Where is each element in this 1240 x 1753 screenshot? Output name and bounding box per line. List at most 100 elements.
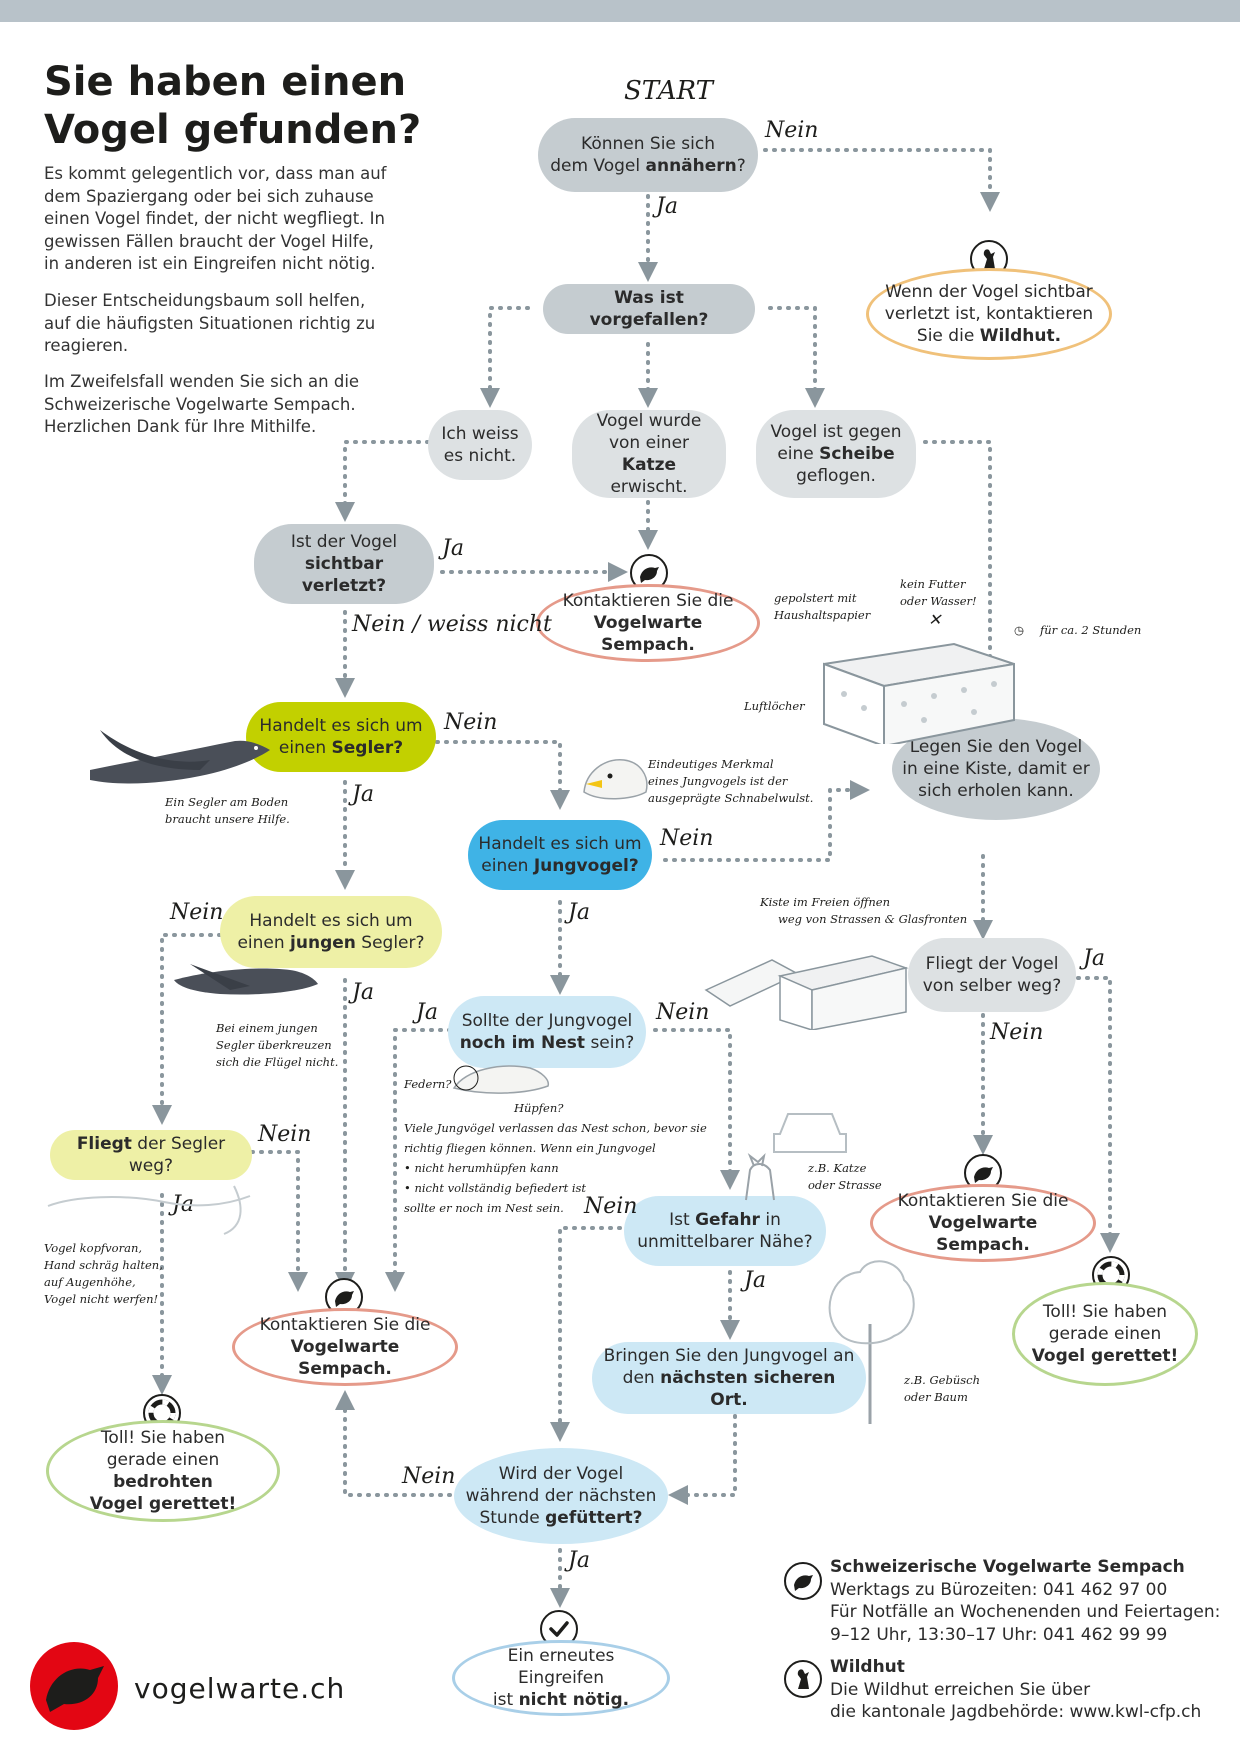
- node-kontakt-1-line1: Kontaktieren Sie die: [562, 591, 734, 611]
- label-nein: Nein: [990, 1020, 1044, 1045]
- note-gepolstert-line2: Haushaltspapier: [774, 608, 871, 622]
- node-nest-line2b: sein?: [585, 1033, 635, 1053]
- node-jungvogel-line1: Handelt es sich um: [478, 834, 642, 854]
- node-kiste-line1: Legen Sie den Vogel: [909, 737, 1083, 757]
- note-merkmal-line2: eines Jungvogels ist der: [648, 774, 788, 788]
- note-katze-strasse-line2: oder Strasse: [808, 1178, 882, 1192]
- note-merkmal: Eindeutiges Merkmal eines Jungvogels ist…: [648, 756, 813, 807]
- node-gefahr-line1c: in: [759, 1210, 781, 1230]
- node-scheibe-line2a: eine: [777, 444, 820, 464]
- note-gepolstert-line1: gepolstert mit: [774, 591, 857, 605]
- cross-icon: ✕: [928, 610, 942, 629]
- node-nicht-notig-line2a: ist: [492, 1690, 519, 1710]
- node-nicht-notig-line1: Ein erneutes Eingreifen: [507, 1646, 615, 1688]
- node-annahern-line2c: ?: [736, 156, 746, 176]
- page-title: Sie haben einen Vogel gefunden?: [44, 59, 422, 153]
- node-weiss-nicht-line2: es nicht.: [443, 446, 517, 466]
- top-bar: [0, 0, 1240, 22]
- node-gefuttert-line3a: Stunde: [479, 1508, 546, 1528]
- young-swift-illustration: [174, 964, 318, 995]
- note-kopfvoran-line1: Vogel kopfvoran,: [44, 1241, 143, 1255]
- note-kopfvoran-line2: Hand schräg halten,: [44, 1258, 163, 1272]
- contact-wildhut-title: Wildhut: [830, 1657, 905, 1677]
- node-fliegt-selber-line1: Fliegt der Vogel: [925, 954, 1059, 974]
- tree-illustration: [828, 1260, 915, 1424]
- note-segler-boden-line2: braucht unsere Hilfe.: [165, 812, 290, 826]
- note-stunden: für ca. 2 Stunden: [1040, 623, 1142, 637]
- clock-icon: ◷: [1014, 623, 1025, 637]
- note-kopfvoran-line3: auf Augenhöhe,: [44, 1275, 136, 1289]
- label-ja: Ja: [1083, 946, 1105, 971]
- node-gerettet-line2: gerade einen: [1048, 1324, 1162, 1344]
- note-hupfen: Hüpfen?: [514, 1101, 564, 1115]
- note-gebusch: z.B. Gebüsch oder Baum: [904, 1372, 980, 1406]
- node-vorgefallen-text: Was ist vorgefallen?: [589, 288, 709, 330]
- contact-vogelwarte-line2: Für Notfälle an Wochenenden und Feiertag…: [830, 1602, 1221, 1622]
- node-scheibe-line2b: Scheibe: [819, 444, 895, 464]
- node-jungen-segler-line2b: jungen: [290, 933, 356, 953]
- node-gefuttert-line2: während der nächsten: [465, 1486, 657, 1506]
- note-junger-segler: Bei einem jungen Segler überkreuzen sich…: [216, 1020, 338, 1071]
- node-katze-line2a: von einer: [608, 433, 690, 453]
- node-katze-line3: erwischt.: [610, 477, 688, 497]
- node-bedrohten-line1: Toll! Sie haben: [100, 1428, 226, 1448]
- note-merkmal-line1: Eindeutiges Merkmal: [648, 757, 774, 771]
- node-wildhut-line2: verletzt ist, kontaktieren: [884, 304, 1094, 324]
- node-bedrohten-line2a: gerade einen: [106, 1450, 220, 1470]
- contact-wildhut: Wildhut Die Wildhut erreichen Sie über d…: [830, 1656, 1201, 1724]
- node-kiste-line2: in eine Kiste, damit er: [902, 759, 1090, 779]
- label-ja: Ja: [416, 1000, 438, 1025]
- note-kein-futter-line1: kein Futter: [900, 577, 966, 591]
- box-illustration: [823, 642, 1015, 744]
- label-ja: Ja: [568, 900, 590, 925]
- node-jungen-segler-line1: Handelt es sich um: [249, 911, 413, 931]
- note-jungvogel-text: Viele Jungvögel verlassen das Nest schon…: [404, 1118, 707, 1218]
- contact-vogelwarte-title: Schweizerische Vogelwarte Sempach: [830, 1557, 1185, 1577]
- node-scheibe-line1: Vogel ist gegen: [770, 422, 902, 442]
- intro-paragraph-1: Es kommt gelegentlich vor, dass man auf …: [44, 164, 387, 273]
- contact-vogelwarte: Schweizerische Vogelwarte Sempach Werkta…: [830, 1556, 1220, 1646]
- node-kontakt-3-line1: Kontaktieren Sie die: [259, 1315, 431, 1335]
- label-nein: Nein: [170, 900, 224, 925]
- label-nein: Nein: [444, 710, 498, 735]
- node-fliegt-selber-line2: von selber weg?: [922, 976, 1062, 996]
- open-box-illustration: [704, 955, 909, 1030]
- label-ja: Ja: [352, 782, 374, 807]
- contact-vogelwarte-line3: 9–12 Uhr, 13:30–17 Uhr: 041 462 99 99: [830, 1624, 1168, 1645]
- website-link[interactable]: vogelwarte.ch: [134, 1672, 346, 1705]
- label-nein: Nein: [656, 1000, 710, 1025]
- note-katze-strasse-line1: z.B. Katze: [808, 1161, 867, 1175]
- note-kiste-offnen: Kiste im Freien öffnen weg von Strassen …: [760, 894, 967, 928]
- note-kiste-offnen-line1: Kiste im Freien öffnen: [760, 895, 891, 909]
- note-luftlocher: Luftlöcher: [744, 699, 805, 713]
- note-segler-boden-line1: Ein Segler am Boden: [165, 795, 289, 809]
- note-gepolstert: gepolstert mit Haushaltspapier: [774, 590, 870, 624]
- node-katze-line2b: Katze: [621, 455, 677, 475]
- node-segler-line2a: einen: [278, 738, 332, 758]
- node-annahern-line2b: annähern: [645, 156, 737, 176]
- label-ja: Ja: [656, 194, 678, 219]
- note-kopfvoran-line4: Vogel nicht werfen!: [44, 1292, 159, 1306]
- node-sicheren-ort-line2a: den: [622, 1368, 661, 1388]
- node-segler-line1: Handelt es sich um: [259, 716, 423, 736]
- note-gebusch-line2: oder Baum: [904, 1390, 968, 1404]
- label-ja: Ja: [568, 1548, 590, 1573]
- note-junger-segler-line1: Bei einem jungen: [216, 1021, 318, 1035]
- label-ja: Ja: [442, 536, 464, 561]
- note-junger-segler-line2: Segler überkreuzen: [216, 1038, 332, 1052]
- label-nein: Nein: [258, 1122, 312, 1147]
- node-annahern-line1: Können Sie sich: [581, 134, 715, 154]
- node-kiste-line3: sich erholen kann.: [918, 781, 1074, 801]
- contact-wildhut-line1: Die Wildhut erreichen Sie über: [830, 1679, 1091, 1700]
- note-merkmal-line3: ausgeprägte Schnabelwulst.: [648, 791, 814, 805]
- node-jungen-segler-line2a: einen: [237, 933, 291, 953]
